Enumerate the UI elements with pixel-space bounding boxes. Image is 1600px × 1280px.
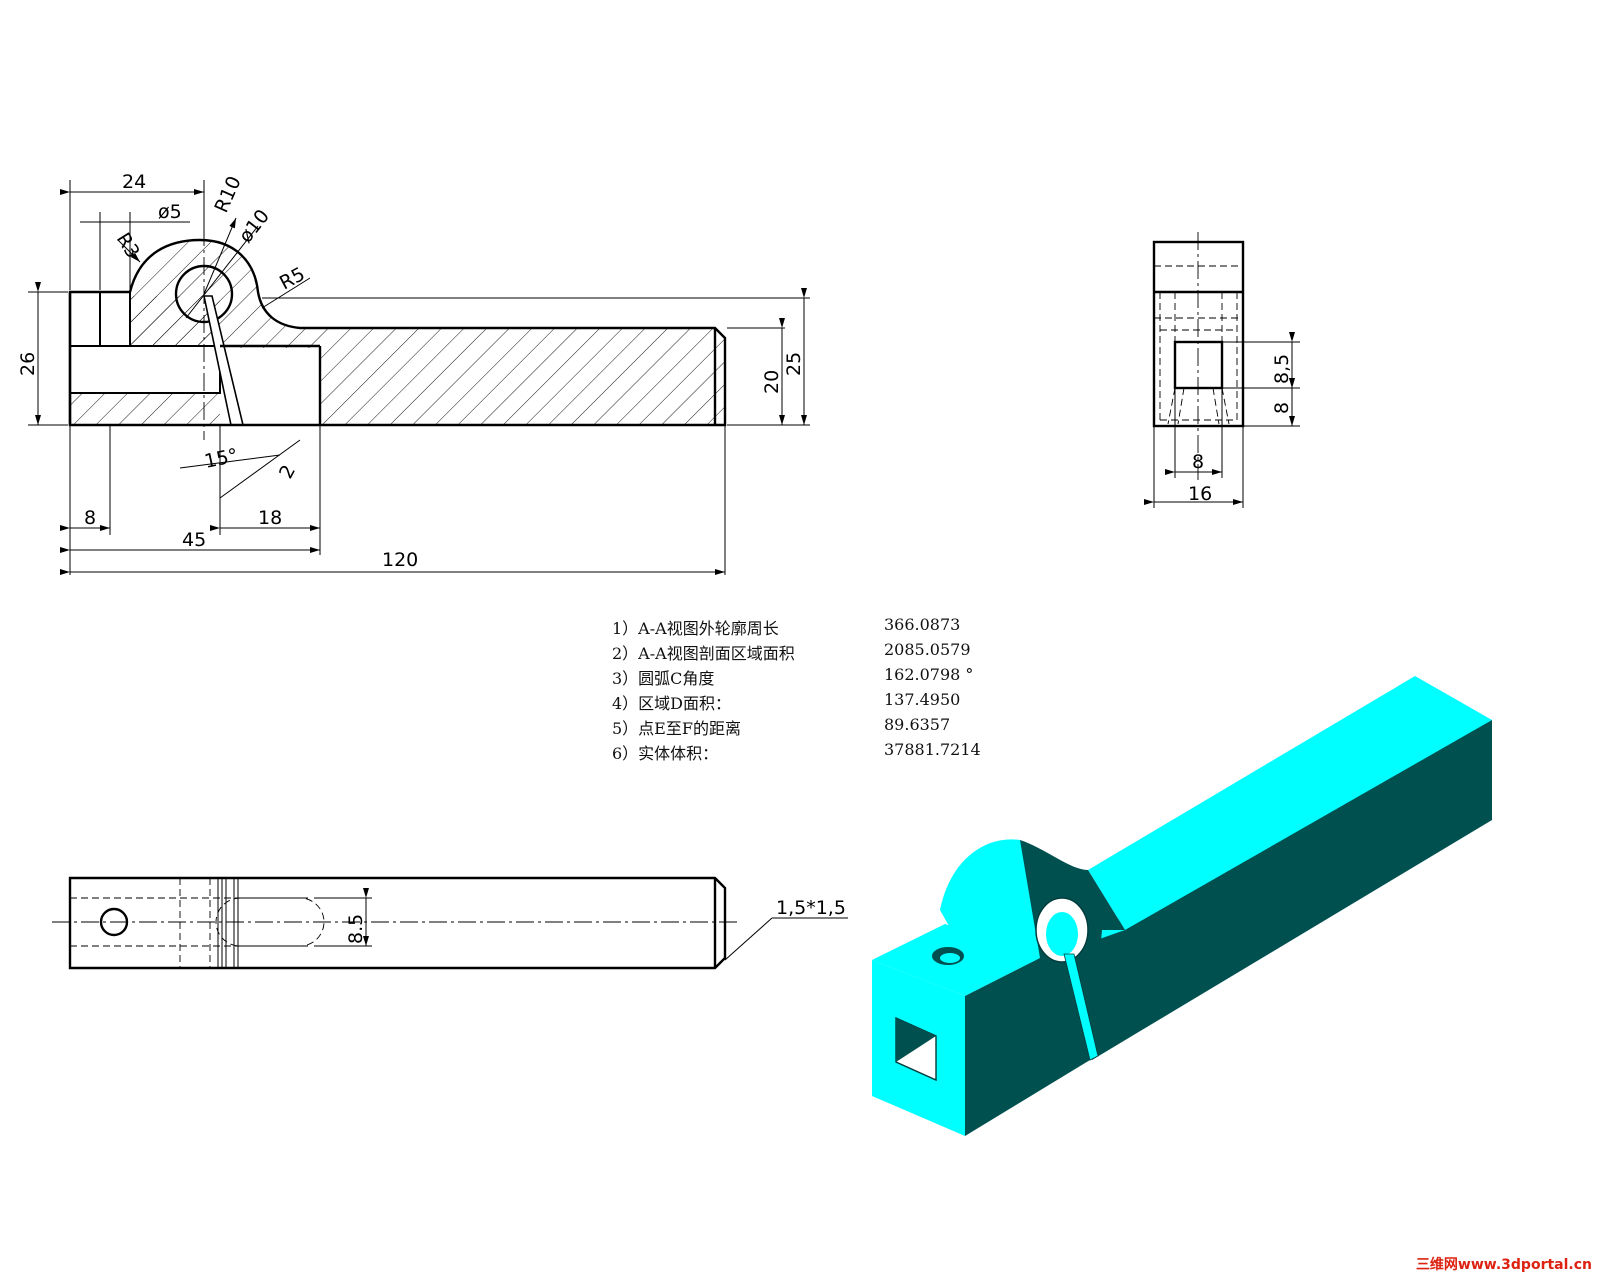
- question-value: 162.0798 °: [884, 665, 974, 684]
- question-value: 366.0873: [884, 615, 961, 634]
- dim-15deg: 15°: [202, 444, 240, 473]
- dim-8: 8: [84, 507, 96, 529]
- question-value: 2085.0579: [884, 640, 971, 659]
- top-view: 8.5 1,5*1,5: [52, 876, 848, 970]
- dim-side-8-5: 8,5: [1271, 354, 1293, 384]
- side-view: 8,5 8 8 16: [1144, 232, 1300, 508]
- dim-18: 18: [258, 507, 282, 529]
- front-section-view: 24 ø5 R10 ø10 R3 R5 26 20 25 15° 2 8 18 …: [17, 171, 810, 575]
- dim-phi5: ø5: [158, 201, 182, 223]
- dim-r10: R10: [210, 173, 245, 216]
- model-bar-top-face: [1088, 676, 1492, 930]
- question-value: 137.4950: [884, 690, 961, 709]
- dim-20: 20: [761, 370, 783, 394]
- question-label: 4）区域D面积：: [612, 694, 732, 713]
- dim-24: 24: [122, 171, 146, 193]
- watermark: 三维网www.3dportal.cn: [1415, 1257, 1592, 1273]
- dim-45: 45: [182, 529, 206, 551]
- dim-top-8-5: 8.5: [345, 914, 367, 944]
- model-block-side: [965, 958, 1090, 1136]
- pin-hole-section: [99, 291, 131, 347]
- model-bar-dark-face: [1082, 708, 1492, 1060]
- model-slot: [1063, 953, 1099, 1061]
- dim-phi10: ø10: [235, 205, 274, 247]
- dim-r5: R5: [276, 263, 309, 294]
- dim-25: 25: [783, 352, 805, 376]
- question-label: 3）圆弧C角度: [612, 669, 715, 688]
- square-bore-section: [69, 345, 221, 394]
- dim-chamfer: 1,5*1,5: [776, 897, 846, 919]
- dimension-lines: [28, 180, 810, 575]
- question-label: 2）A-A视图剖面区域面积: [612, 644, 795, 663]
- question-label: 5）点E至F的距离: [612, 719, 741, 738]
- section-hatch-lower-left: [70, 393, 220, 425]
- isometric-model: [872, 676, 1492, 1136]
- dim-side-8-horizontal: 8: [1192, 451, 1204, 473]
- dim-120: 120: [382, 549, 418, 571]
- question-value: 37881.7214: [884, 740, 981, 759]
- question-label: 1）A-A视图外轮廓周长: [612, 619, 779, 638]
- section-hatch-boss: [130, 240, 320, 348]
- dim-2: 2: [275, 461, 300, 482]
- dim-r3: R3: [112, 229, 144, 262]
- dim-side-16: 16: [1188, 483, 1212, 505]
- front-outline: [68, 238, 727, 427]
- dim-26: 26: [17, 352, 39, 376]
- question-label: 6）实体体积：: [612, 744, 719, 763]
- question-value: 89.6357: [884, 715, 951, 734]
- dim-side-8-vertical: 8: [1271, 402, 1293, 414]
